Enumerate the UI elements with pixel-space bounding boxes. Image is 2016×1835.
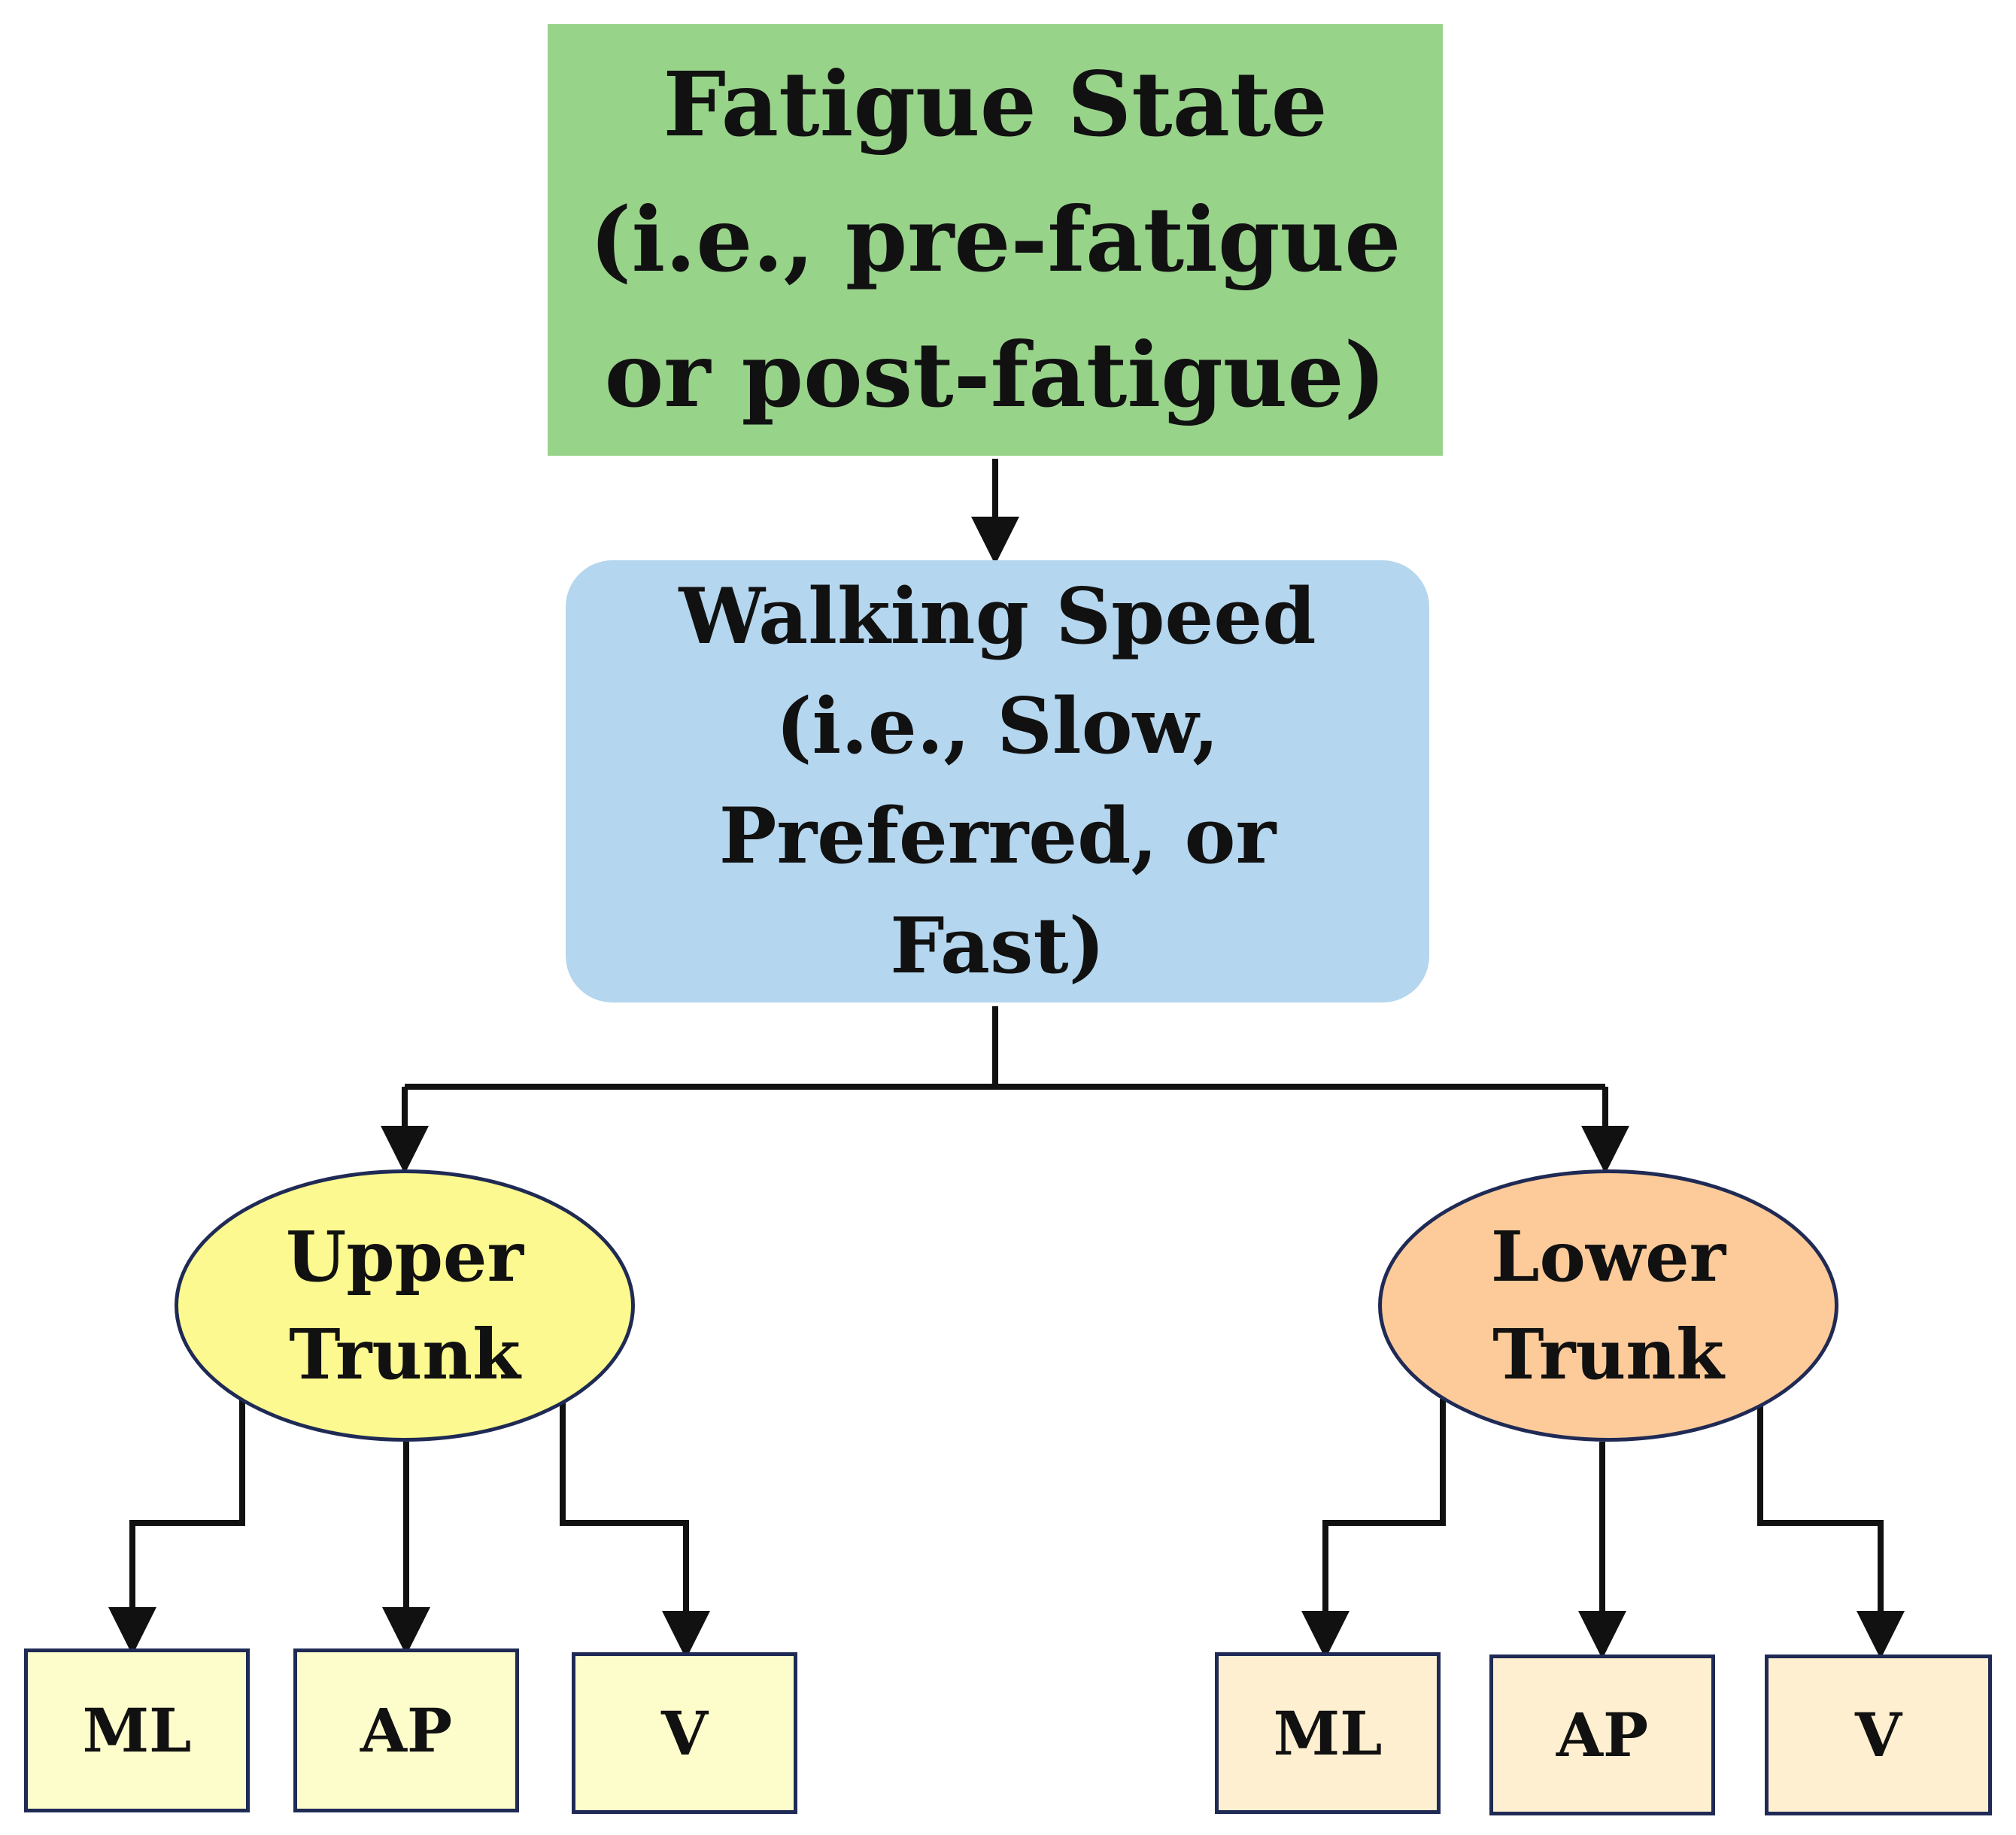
lower-trunk-line-1: Lower — [1490, 1216, 1726, 1297]
lower-trunk-ap-label: AP — [1556, 1700, 1649, 1770]
upper-trunk-ml-box: ML — [24, 1648, 250, 1812]
upper-trunk-line-2: Trunk — [289, 1314, 521, 1395]
walking-speed-line-3: Preferred, or — [718, 791, 1277, 881]
lower-trunk-line-2: Trunk — [1492, 1314, 1724, 1395]
upper-trunk-node: Upper Trunk — [175, 1169, 635, 1442]
fatigue-state-box: Fatigue State (i.e., pre-fatigue or post… — [548, 24, 1443, 456]
upper-trunk-ap-box: AP — [293, 1648, 519, 1812]
arrow-upper-to-v — [560, 1399, 710, 1659]
upper-trunk-v-box: V — [572, 1652, 797, 1814]
arrow-lower-to-v — [1757, 1399, 1905, 1659]
fatigue-state-line-2: (i.e., pre-fatigue — [589, 187, 1401, 292]
lower-trunk-ap-box: AP — [1489, 1655, 1715, 1815]
upper-trunk-ap-label: AP — [360, 1695, 453, 1766]
upper-trunk-v-label: V — [660, 1697, 709, 1769]
arrow-upper-to-ml — [108, 1399, 245, 1655]
lower-trunk-v-label: V — [1854, 1700, 1902, 1770]
walking-speed-line-4: Fast) — [890, 901, 1105, 991]
arrow-lower-to-ml — [1301, 1399, 1446, 1659]
upper-trunk-ml-label: ML — [82, 1695, 192, 1766]
lower-trunk-ml-label: ML — [1273, 1697, 1383, 1769]
fatigue-state-line-3: or post-fatigue) — [604, 323, 1386, 427]
walking-speed-line-2: (i.e., Slow, — [776, 681, 1219, 772]
walking-speed-title: Walking Speed — [679, 572, 1316, 662]
upper-trunk-line-1: Upper — [286, 1216, 524, 1297]
lower-trunk-ml-box: ML — [1215, 1652, 1441, 1814]
walking-speed-box: Walking Speed (i.e., Slow, Preferred, or… — [566, 560, 1429, 1002]
lower-trunk-node: Lower Trunk — [1378, 1169, 1838, 1442]
lower-trunk-v-box: V — [1765, 1655, 1992, 1815]
fatigue-state-title: Fatigue State — [663, 52, 1328, 156]
